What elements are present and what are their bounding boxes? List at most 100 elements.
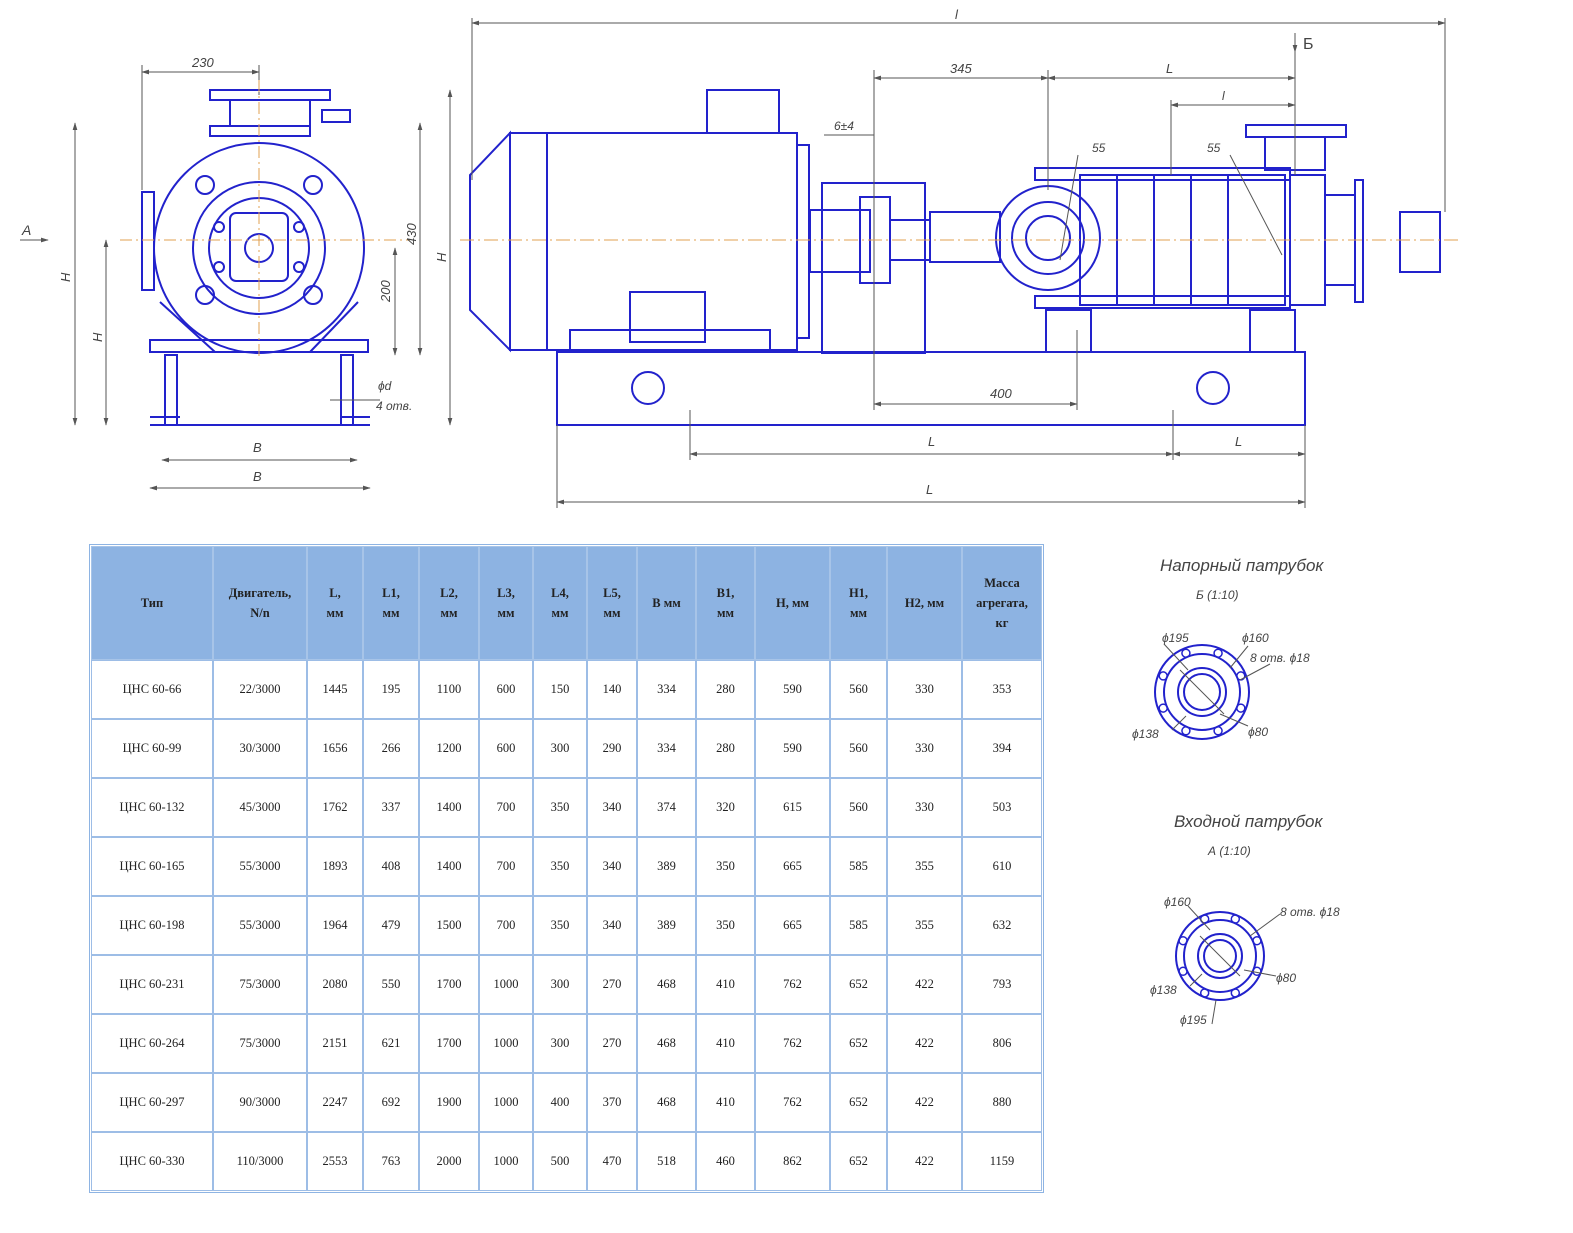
table-cell: 1400 [419, 837, 479, 896]
header-type: Тип [91, 546, 213, 660]
hole-note: 4 отв. [376, 399, 412, 413]
header-l2: L2,мм [419, 546, 479, 660]
table-cell: 355 [887, 837, 962, 896]
bolt-hole [1178, 966, 1188, 977]
table-cell: 560 [830, 778, 887, 837]
table-cell: 880 [962, 1073, 1042, 1132]
table-cell: 762 [755, 955, 830, 1014]
table-cell: 1000 [479, 1014, 533, 1073]
table-cell: 1000 [479, 955, 533, 1014]
header-l3: L3,мм [479, 546, 533, 660]
bolt-hole [1213, 648, 1223, 658]
table-cell: 389 [637, 837, 696, 896]
table-cell: 410 [696, 1073, 755, 1132]
table-cell: 665 [755, 837, 830, 896]
dim-430: 430 [404, 223, 419, 245]
inlet-holes: 8 отв. ϕ18 [1280, 905, 1340, 919]
table-cell: 280 [696, 719, 755, 778]
table-cell: 1964 [307, 896, 363, 955]
table-cell: 590 [755, 719, 830, 778]
inlet-d80: ϕ80 [1276, 971, 1296, 985]
table-cell: 350 [533, 896, 587, 955]
table-cell: 762 [755, 1014, 830, 1073]
table-cell: 300 [533, 1014, 587, 1073]
inlet-d160: ϕ160 [1164, 895, 1191, 909]
table-cell: 1200 [419, 719, 479, 778]
label-h: H [434, 252, 449, 262]
table-cell: 590 [755, 660, 830, 719]
table-cell: 468 [637, 955, 696, 1014]
table-cell: 1762 [307, 778, 363, 837]
outlet-holes: 8 отв. ϕ18 [1250, 651, 1310, 665]
bolt-hole [1181, 726, 1191, 736]
table-cell: 340 [587, 896, 637, 955]
table-cell: 460 [696, 1132, 755, 1191]
inlet-flange-title: Входной патрубок [1174, 812, 1323, 831]
label-b: B [253, 469, 262, 484]
table-cell: ЦНС 60-132 [91, 778, 213, 837]
dim-55-left: 55 [1092, 141, 1106, 155]
bolt-hole [1199, 914, 1210, 924]
label-h1: H [58, 272, 73, 282]
table-cell: 55/3000 [213, 837, 307, 896]
table-cell: 266 [363, 719, 419, 778]
hole-d-label: ϕd [378, 379, 392, 393]
table-cell: 422 [887, 955, 962, 1014]
label-b1: B [253, 440, 262, 455]
table-cell: ЦНС 60-330 [91, 1132, 213, 1191]
table-cell: 330 [887, 719, 962, 778]
table-cell: 350 [696, 896, 755, 955]
bolt-hole [1252, 935, 1262, 946]
label-l4: L [1235, 434, 1242, 449]
label-l: l [955, 7, 959, 22]
outlet-flange-scale: Б (1:10) [1196, 588, 1239, 602]
table-cell: 355 [887, 896, 962, 955]
side-center-lines [120, 80, 410, 360]
table-cell: 55/3000 [213, 896, 307, 955]
header-l4: L4,мм [533, 546, 587, 660]
table-cell: 1893 [307, 837, 363, 896]
side-view-dimensions [20, 65, 453, 491]
table-cell: 652 [830, 1073, 887, 1132]
table-cell: 410 [696, 1014, 755, 1073]
table-cell: 700 [479, 778, 533, 837]
table-cell: 665 [755, 896, 830, 955]
table-cell: 290 [587, 719, 637, 778]
view-a-label: А [21, 222, 31, 238]
table-cell: 1445 [307, 660, 363, 719]
bolt-hole [1158, 703, 1168, 713]
table-cell: 340 [587, 778, 637, 837]
dim-230: 230 [191, 55, 214, 70]
label-l5: l [1222, 89, 1225, 103]
table-header-row: Тип Двигатель,N/n L,мм L1,мм L2,мм L3,мм… [91, 546, 1042, 660]
table-cell: 330 [887, 660, 962, 719]
dim-55-right: 55 [1207, 141, 1221, 155]
table-cell: 340 [587, 837, 637, 896]
table-cell: 337 [363, 778, 419, 837]
table-cell: 585 [830, 837, 887, 896]
table-cell: 806 [962, 1014, 1042, 1073]
table-cell: 1100 [419, 660, 479, 719]
header-b: B мм [637, 546, 696, 660]
table-cell: 652 [830, 1132, 887, 1191]
table-cell: 1000 [479, 1073, 533, 1132]
table-cell: 468 [637, 1014, 696, 1073]
table-cell: ЦНС 60-264 [91, 1014, 213, 1073]
table-cell: 300 [533, 955, 587, 1014]
table-cell: 479 [363, 896, 419, 955]
table-cell: 75/3000 [213, 1014, 307, 1073]
outlet-d160: ϕ160 [1242, 631, 1269, 645]
table-cell: 692 [363, 1073, 419, 1132]
table-cell: 600 [479, 660, 533, 719]
table-cell: 75/3000 [213, 955, 307, 1014]
bolt-hole [1213, 726, 1223, 736]
label-l3: L [928, 434, 935, 449]
table-cell: 330 [887, 778, 962, 837]
table-cell: 270 [587, 1014, 637, 1073]
